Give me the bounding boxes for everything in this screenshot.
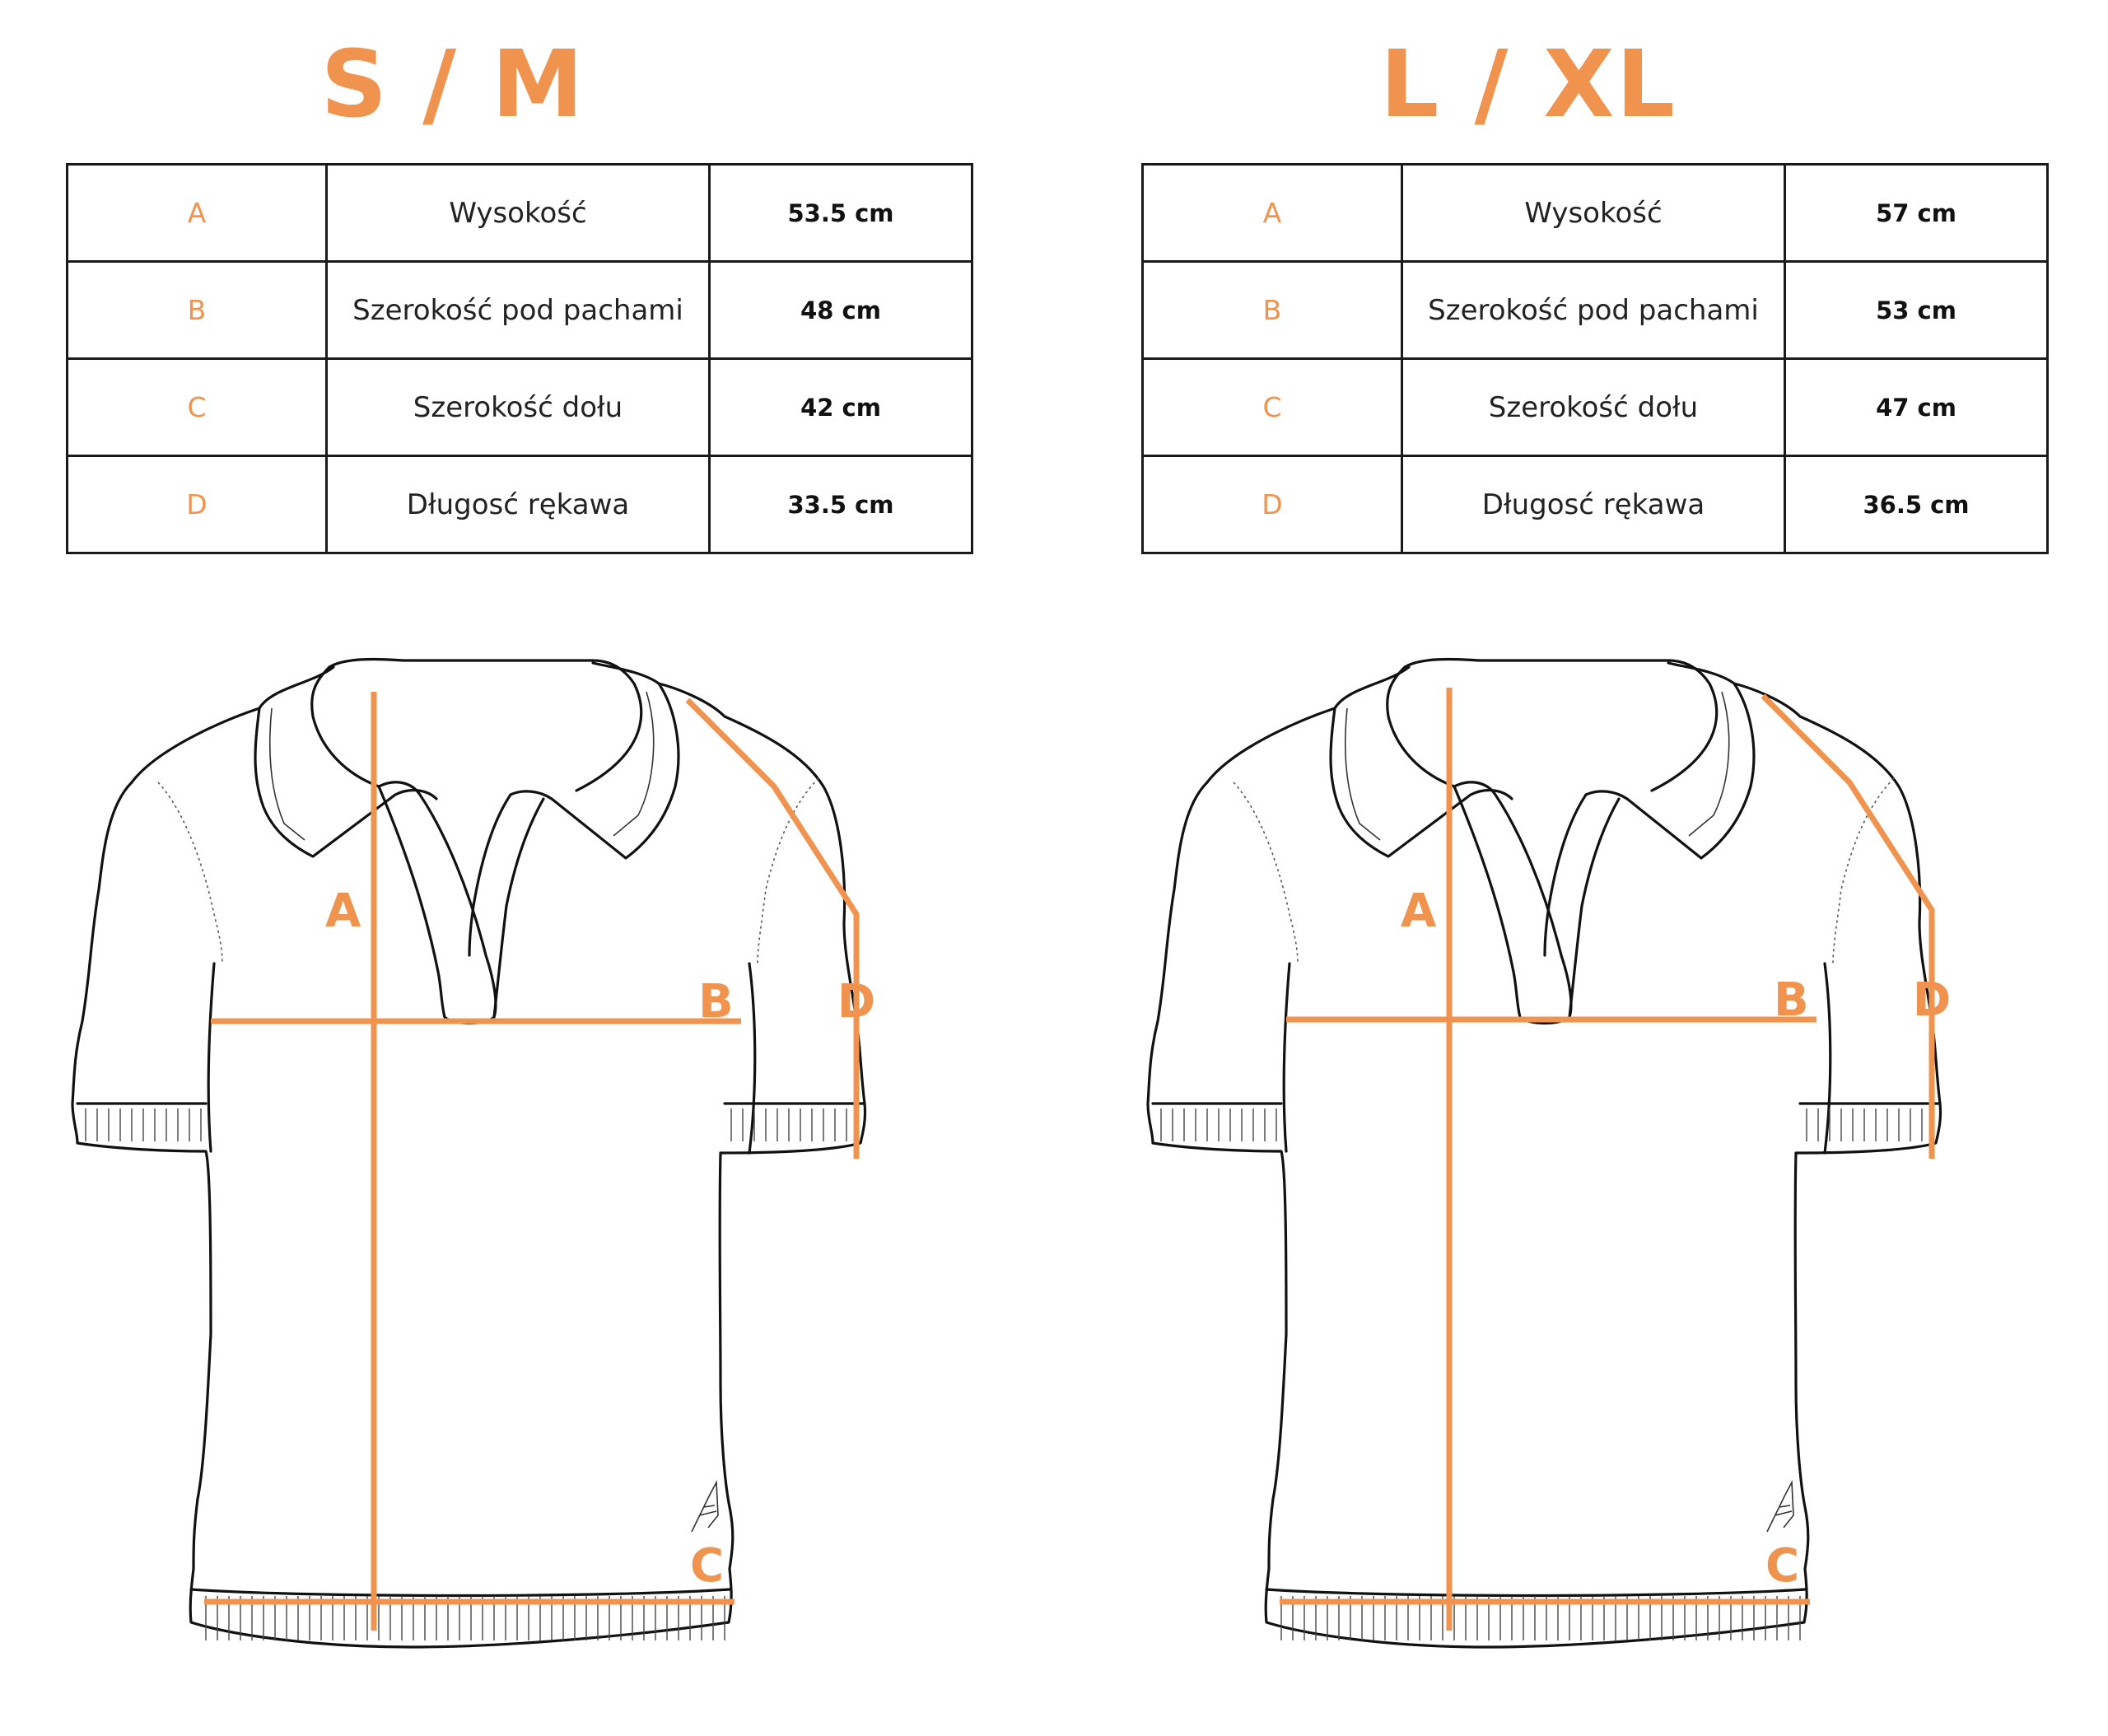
measurement-lines: A B C D <box>204 692 875 1631</box>
measurement-name: Wysokość <box>325 163 711 263</box>
size-panel-sm: S / M A Wysokość 53.5 cm B Szerokość pod… <box>66 31 973 1649</box>
measure-label-b: B <box>698 975 734 1029</box>
size-title: S / M <box>320 31 585 138</box>
measurement-name: Wysokość <box>1401 163 1786 263</box>
hem-rib <box>1160 1108 1923 1640</box>
measurement-table: A Wysokość 57 cm B Szerokość pod pachami… <box>1141 163 2049 554</box>
measurement-name: Szerokość dołu <box>325 357 711 457</box>
hem-rib <box>85 1108 847 1640</box>
measurement-value: 53 cm <box>1784 260 2049 360</box>
measurement-value: 36.5 cm <box>1784 455 2049 554</box>
measure-line-d <box>1761 693 1935 1159</box>
measure-label-c: C <box>1765 1539 1799 1593</box>
shirt-outline <box>1146 657 1942 1649</box>
measure-label-a: A <box>1401 884 1437 938</box>
table-row: A Wysokość 53.5 cm <box>66 163 973 263</box>
table-row: B Szerokość pod pachami 53 cm <box>1141 260 2049 360</box>
measurement-key: B <box>1141 260 1403 360</box>
measurement-key: B <box>66 260 328 360</box>
polo-shirt-icon: A B C D <box>1146 657 1951 1649</box>
size-title: L / XL <box>1380 31 1677 138</box>
brand-logo-icon <box>691 1480 719 1533</box>
measurement-name: Długosć rękawa <box>325 455 711 554</box>
shirt-outline <box>71 657 867 1649</box>
measurement-table: A Wysokość 53.5 cm B Szerokość pod pacha… <box>66 163 973 554</box>
measure-label-d: D <box>837 975 875 1029</box>
measurement-name: Długosć rękawa <box>1401 455 1786 554</box>
table-row: D Długosć rękawa 33.5 cm <box>66 455 973 554</box>
measurement-value: 47 cm <box>1784 357 2049 457</box>
measure-label-d: D <box>1913 973 1951 1027</box>
measurement-name: Szerokość pod pachami <box>325 260 711 360</box>
size-panel-lxl: L / XL A Wysokość 57 cm B Szerokość pod … <box>1075 0 2108 1736</box>
measurement-key: D <box>66 455 328 554</box>
table-row: D Długosć rękawa 36.5 cm <box>1141 455 2049 554</box>
measure-label-a: A <box>325 884 361 938</box>
measurement-lines: A B C D <box>1280 688 1951 1631</box>
measurement-key: A <box>1141 163 1403 263</box>
measurement-key: C <box>66 357 328 457</box>
measurement-name: Szerokość dołu <box>1401 357 1786 457</box>
measurement-name: Szerokość pod pachami <box>1401 260 1786 360</box>
polo-shirt-icon: A B C D <box>71 657 875 1649</box>
measure-label-c: C <box>690 1539 724 1593</box>
table-row: C Szerokość dołu 42 cm <box>66 357 973 457</box>
measurement-value: 57 cm <box>1784 163 2049 263</box>
measurement-value: 53.5 cm <box>708 163 973 263</box>
measurement-key: D <box>1141 455 1403 554</box>
measurement-key: A <box>66 163 328 263</box>
measure-label-b: B <box>1774 973 1809 1027</box>
measurement-value: 42 cm <box>708 357 973 457</box>
measurement-value: 48 cm <box>708 260 973 360</box>
table-row: A Wysokość 57 cm <box>1141 163 2049 263</box>
table-row: B Szerokość pod pachami 48 cm <box>66 260 973 360</box>
measure-line-d <box>685 698 860 1159</box>
measurement-value: 33.5 cm <box>708 455 973 554</box>
brand-logo-icon <box>1766 1480 1794 1533</box>
table-row: C Szerokość dołu 47 cm <box>1141 357 2049 457</box>
measurement-key: C <box>1141 357 1403 457</box>
